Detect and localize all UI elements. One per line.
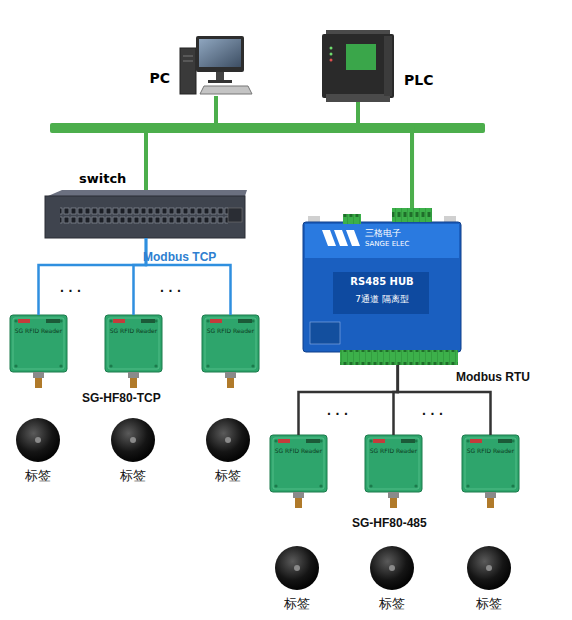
- rfid-tag: [275, 546, 319, 590]
- node-text: 标签: [103, 468, 163, 484]
- hub-header: [305, 224, 459, 258]
- node-text: SG RFID Reader: [10, 327, 67, 334]
- hub-power-terminal: [343, 214, 361, 224]
- node-text: 标签: [459, 596, 519, 612]
- rfid-tag: [206, 418, 250, 462]
- switch-ports: [60, 206, 228, 224]
- plc-led: [330, 47, 333, 50]
- switch-sfp: [228, 208, 242, 222]
- plc-led: [330, 53, 333, 56]
- rfid-tag: [370, 546, 414, 590]
- annotation-label: SG-HF80-TCP: [82, 391, 161, 405]
- rfid-reader-node: SG RFID Reader: [462, 435, 519, 492]
- pc-drive-slot: [183, 61, 193, 62]
- pc-tower: [180, 48, 196, 94]
- node-text: SANGE ELEC: [365, 240, 435, 248]
- ellipsis-mark: · · ·: [60, 283, 82, 300]
- pc-node: PC: [178, 32, 254, 96]
- ellipsis-mark: · · ·: [327, 406, 349, 423]
- network-cable: [134, 238, 147, 315]
- network-cable: [216, 96, 412, 208]
- node-text: 7通道 隔离型: [303, 294, 461, 305]
- network-cable: [146, 102, 358, 190]
- hub-upstream-terminal: [392, 208, 432, 222]
- node-text: 标签: [267, 596, 327, 612]
- rfid-reader-node: SG RFID Reader: [270, 435, 327, 492]
- node-text: PC: [134, 70, 170, 87]
- node-text: 三格电子: [365, 228, 425, 239]
- rfid-tag: [467, 546, 511, 590]
- node-text: SG RFID Reader: [202, 327, 259, 334]
- ellipsis-mark: · · ·: [422, 406, 444, 423]
- rfid-tag-node: 标签: [367, 546, 417, 612]
- node-text: SG RFID Reader: [270, 447, 327, 454]
- switch-body: [45, 196, 245, 238]
- pc-stand: [216, 72, 224, 80]
- rfid-reader: [202, 315, 259, 388]
- hub-downstream-terminal: [340, 350, 458, 365]
- network-cable: [146, 238, 231, 315]
- rfid-tag-node: 标签: [272, 546, 322, 612]
- rfid-reader-node: SG RFID Reader: [10, 315, 67, 372]
- network-cable: [39, 238, 147, 315]
- rfid-reader-node: SG RFID Reader: [105, 315, 162, 372]
- plc-panel: [346, 44, 376, 70]
- rfid-reader-node: SG RFID Reader: [202, 315, 259, 372]
- hub-body: [303, 222, 461, 352]
- rfid-reader: [10, 315, 67, 388]
- rfid-reader-node: SG RFID Reader: [365, 435, 422, 492]
- pc-base: [208, 80, 232, 83]
- switch-node: switch: [45, 190, 247, 238]
- rfid-tag-node: 标签: [464, 546, 514, 612]
- pc-drive-slot: [183, 56, 193, 57]
- node-text: PLC: [404, 72, 444, 89]
- plc-terminals: [326, 94, 390, 102]
- plc-led: [330, 59, 333, 62]
- network-cable: [299, 365, 398, 435]
- hub-logo: [346, 230, 360, 246]
- node-text: SG RFID Reader: [105, 327, 162, 334]
- plc-node: PLC: [318, 28, 398, 102]
- rfid-reader: [270, 435, 327, 508]
- rfid-reader: [105, 315, 162, 388]
- annotation-label: SG-HF80-485: [352, 516, 427, 530]
- rfid-tag-node: 标签: [203, 418, 253, 484]
- node-text: 标签: [198, 468, 258, 484]
- hub-logo: [334, 230, 348, 246]
- pc-screen: [199, 39, 241, 67]
- rs485-hub-node: 三格电子SANGE ELEC RS485 HUB 7通道 隔离型: [303, 208, 461, 365]
- switch-top: [48, 190, 247, 196]
- network-cable: [358, 102, 412, 208]
- ellipsis-mark: · · ·: [160, 283, 182, 300]
- node-text: switch: [79, 171, 139, 187]
- rfid-tag-node: 标签: [108, 418, 158, 484]
- rfid-tag: [16, 418, 60, 462]
- node-text: SG RFID Reader: [365, 447, 422, 454]
- rfid-reader: [365, 435, 422, 508]
- annotation-label: Modbus RTU: [456, 370, 530, 384]
- rfid-reader: [462, 435, 519, 508]
- pc-keyboard: [200, 86, 252, 94]
- pc-monitor: [196, 36, 244, 72]
- network-cable: [146, 96, 216, 190]
- plc-body: [322, 34, 394, 98]
- node-text: RS485 HUB: [303, 276, 461, 288]
- node-text: 标签: [362, 596, 422, 612]
- rfid-tag-node: 标签: [13, 418, 63, 484]
- node-text: SG RFID Reader: [462, 447, 519, 454]
- plc-side: [384, 36, 392, 96]
- hub-led-panel: [310, 322, 340, 344]
- annotation-label: Modbus TCP: [143, 250, 216, 264]
- rfid-tag: [111, 418, 155, 462]
- hub-logo: [322, 230, 336, 246]
- node-text: 标签: [8, 468, 68, 484]
